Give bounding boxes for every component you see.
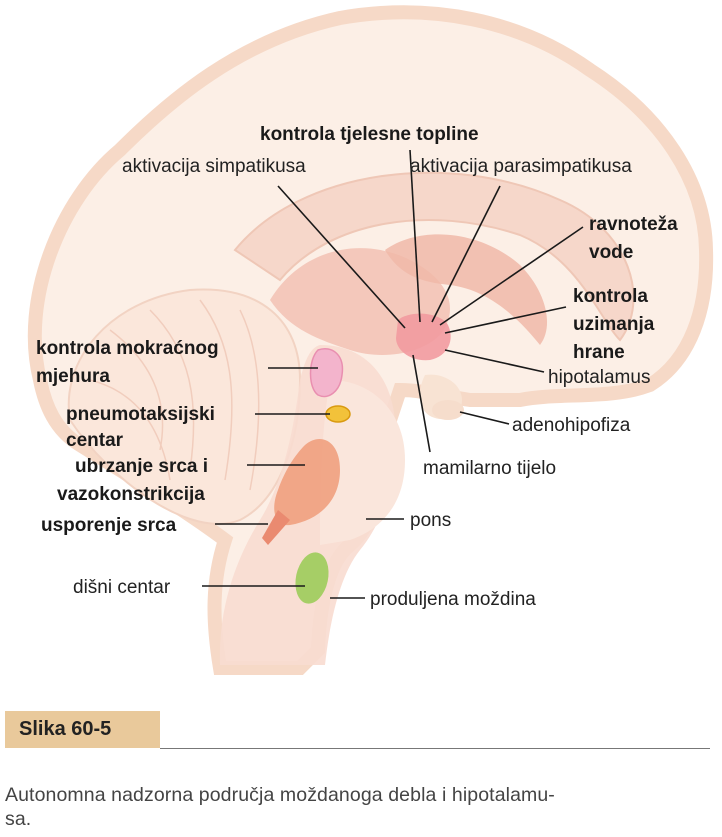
figure-number: Slika 60-5 <box>5 711 160 748</box>
label-ubrzanje-srca-line2: vazokonstrikcija <box>57 484 205 505</box>
label-kontrola-mokracnog-mjehura-line2: mjehura <box>36 366 110 387</box>
label-aktivacija-simpatikusa: aktivacija simpatikusa <box>122 156 306 177</box>
fornix <box>385 234 548 345</box>
label-kontrola-uzimanja-hrane-line2: uzimanja <box>573 314 655 335</box>
caption-line-2: sa. <box>5 808 32 830</box>
label-kontrola-mokracnog-mjehura-line1: kontrola mokraćnog <box>36 338 219 359</box>
figure-caption: Autonomna nadzorna područja moždanoga de… <box>5 783 720 831</box>
caption-line-1: Autonomna nadzorna područja moždanoga de… <box>5 784 555 806</box>
label-ravnoteza-vode-line2: vode <box>589 242 633 263</box>
bladder-center-shape <box>309 348 344 398</box>
brain-diagram: kontrola tjelesne topline aktivacija sim… <box>27 5 714 675</box>
label-pons: pons <box>410 510 451 531</box>
pituitary-lobe <box>432 400 464 420</box>
label-usporenje-srca: usporenje srca <box>41 515 177 536</box>
cardio-center-shape <box>274 438 340 526</box>
label-hipotalamus: hipotalamus <box>548 367 650 388</box>
label-kontrola-tjelesne-topline: kontrola tjelesne topline <box>260 124 479 145</box>
label-pneumotaksijski-centar-line2: centar <box>66 430 124 451</box>
label-mamilarno-tijelo: mamilarno tijelo <box>423 458 556 479</box>
label-disni-centar: dišni centar <box>73 577 171 598</box>
label-kontrola-uzimanja-hrane-line1: kontrola <box>573 286 648 307</box>
respiratory-center-shape <box>295 552 329 604</box>
label-ravnoteza-vode-line1: ravnoteža <box>589 214 678 235</box>
vagal-strip-shape <box>262 510 290 545</box>
label-ubrzanje-srca-line1: ubrzanje srca i <box>75 456 208 477</box>
label-adenohipofiza: adenohipofiza <box>512 415 631 436</box>
leader-lines <box>202 149 584 599</box>
cerebellum-folia <box>89 299 260 491</box>
label-produljena-mozdina: produljena moždina <box>370 589 536 610</box>
corpus-callosum <box>233 171 635 342</box>
label-pneumotaksijski-centar-line1: pneumotaksijski <box>66 404 215 425</box>
caption-divider <box>160 748 710 749</box>
hypothalamus-shape <box>396 313 451 361</box>
label-kontrola-uzimanja-hrane-line3: hrane <box>573 342 625 363</box>
label-aktivacija-parasimpatikusa: aktivacija parasimpatikusa <box>410 156 632 177</box>
